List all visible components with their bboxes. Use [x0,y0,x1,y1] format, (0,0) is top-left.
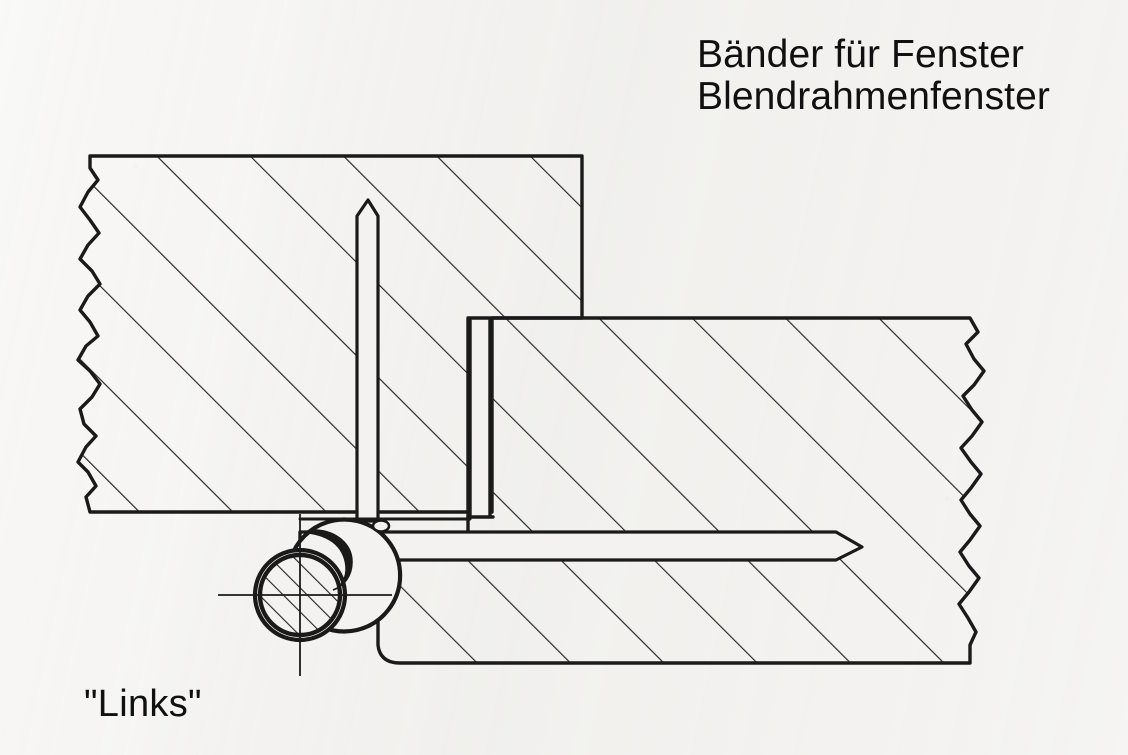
hinge-knuckle-pin [218,514,403,676]
vertical-leaf-blade [355,198,380,523]
junction-nub [371,519,391,533]
frame-outline [76,154,584,514]
title-line-2: Blendrahmenfenster [696,75,1050,119]
title-block: Bänder für Fenster Blendrahmenfenster [696,33,1050,119]
handing-label: "Links" [84,683,202,725]
knuckle-tongue [299,529,353,591]
rebate-slot [466,318,495,519]
title-line-1: Bänder für Fenster [696,33,1024,76]
hinge-leaf-vertical [355,198,380,523]
leaf-junction-detail [298,517,472,533]
sash-outline [376,316,986,665]
